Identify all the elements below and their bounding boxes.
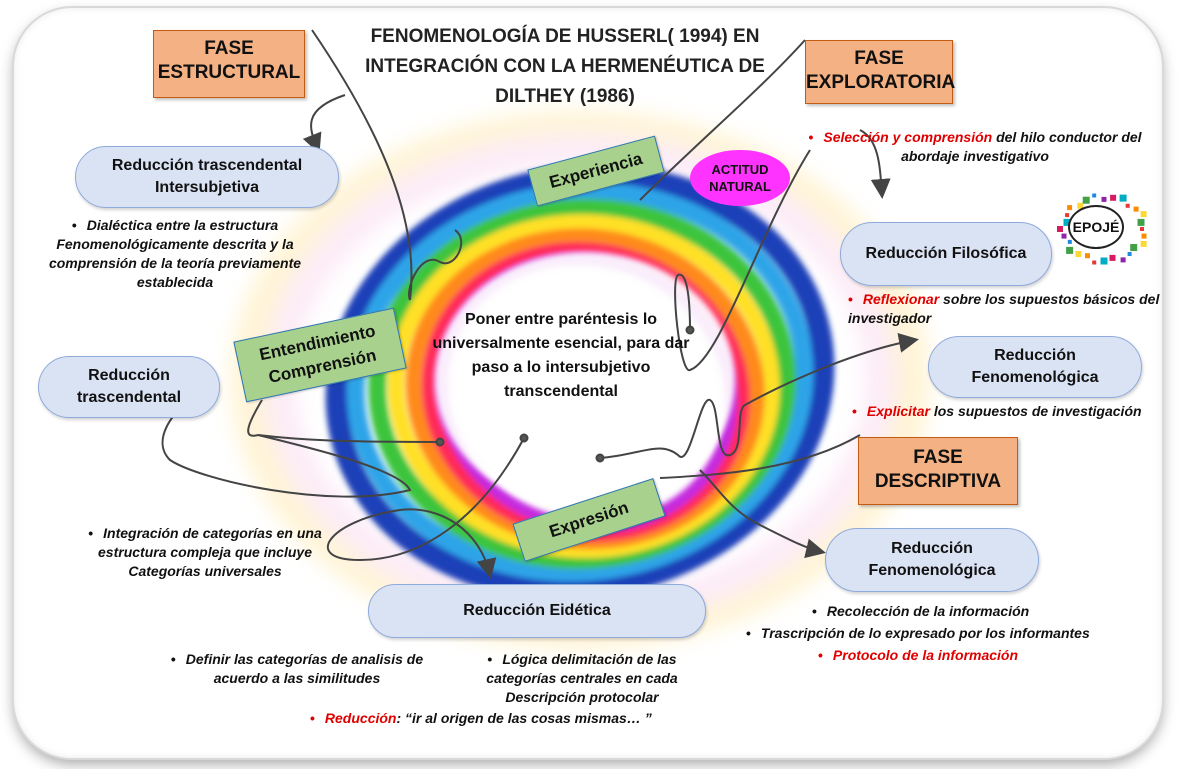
reduccion-fenomenologica-lower: Reducción Fenomenológica [825, 528, 1039, 592]
epoje-ring-icon [1057, 193, 1147, 265]
note-protocolo: •Protocolo de la información [818, 647, 1019, 663]
note-trascripcion: •Trascripción de lo expresado por los in… [746, 625, 1090, 641]
epoje-square [1141, 233, 1147, 239]
epoje-square [1130, 244, 1138, 251]
epoje-square [1133, 206, 1139, 212]
epoje-square [1067, 239, 1072, 244]
epoje-square [1120, 257, 1126, 263]
note-reflexionar: •Reflexionar sobre los supuestos básicos… [848, 291, 1160, 326]
epoje-square [1066, 246, 1074, 254]
diagram-title: FENOMENOLOGÍA DE HUSSERL( 1994) EN INTEG… [365, 26, 765, 107]
note-definir: •Definir las categorías de analisis de a… [170, 651, 424, 686]
epoje-square [1065, 213, 1070, 218]
note-explicitar: •Explicitar los supuestos de investigaci… [852, 403, 1142, 419]
reduccion-trascendental-intersubjetiva: Reducción trascendental Intersubjetiva [75, 146, 339, 208]
epoje-label: EPOJÉ [1068, 205, 1124, 249]
note-dialectica: •Dialéctica entre la estructura Fenomeno… [48, 217, 302, 290]
epoje-square [1140, 227, 1144, 231]
reduccion-fenomenologica-upper: Reducción Fenomenológica [928, 336, 1142, 398]
phase-estructural: FASE ESTRUCTURAL [153, 30, 305, 98]
epoje-square [1110, 194, 1117, 201]
phase-descriptiva: FASE DESCRIPTIVA [858, 437, 1018, 505]
note-integracion: •Integración de categorías en una estruc… [88, 525, 322, 579]
epoje-square [1092, 260, 1097, 265]
epoje-square [1140, 240, 1147, 247]
note-recoleccion: •Recolección de la información [812, 603, 1030, 619]
epoje-square [1085, 253, 1090, 259]
epoje-square [1127, 252, 1132, 256]
actitud-natural-ellipse: ACTITUD NATURAL [690, 150, 790, 206]
epoje-square [1063, 218, 1071, 226]
epoje-square [1077, 202, 1084, 209]
epoje-square [1100, 257, 1108, 265]
epoje-square [1140, 211, 1147, 218]
epoje-square [1125, 203, 1130, 208]
epoje-square [1061, 233, 1067, 239]
reduccion-filosofica: Reducción Filosófica [840, 222, 1052, 286]
epoje-square [1137, 218, 1145, 226]
note-seleccion: •Selección y comprensión del hilo conduc… [808, 129, 1142, 164]
epoje-square [1057, 226, 1063, 232]
epoje-square [1092, 193, 1097, 198]
epoje-square [1067, 205, 1073, 211]
epoje-square [1119, 194, 1127, 202]
epoje-square [1109, 254, 1116, 261]
reduccion-eidetica: Reducción Eidética [368, 584, 706, 638]
center-text: Poner entre paréntesis lo universalmente… [432, 311, 690, 400]
epoje-square [1075, 251, 1082, 257]
note-reduccion: •Reducción: “ir al origen de las cosas m… [310, 710, 652, 726]
reduccion-trascendental: Reducción trascendental [38, 356, 220, 418]
note-logica: •Lógica delimitación de las categorías c… [486, 651, 678, 705]
epoje-square [1101, 196, 1107, 202]
epoje-square [1082, 196, 1090, 204]
phase-exploratoria: FASE EXPLORATORIA [805, 40, 955, 104]
